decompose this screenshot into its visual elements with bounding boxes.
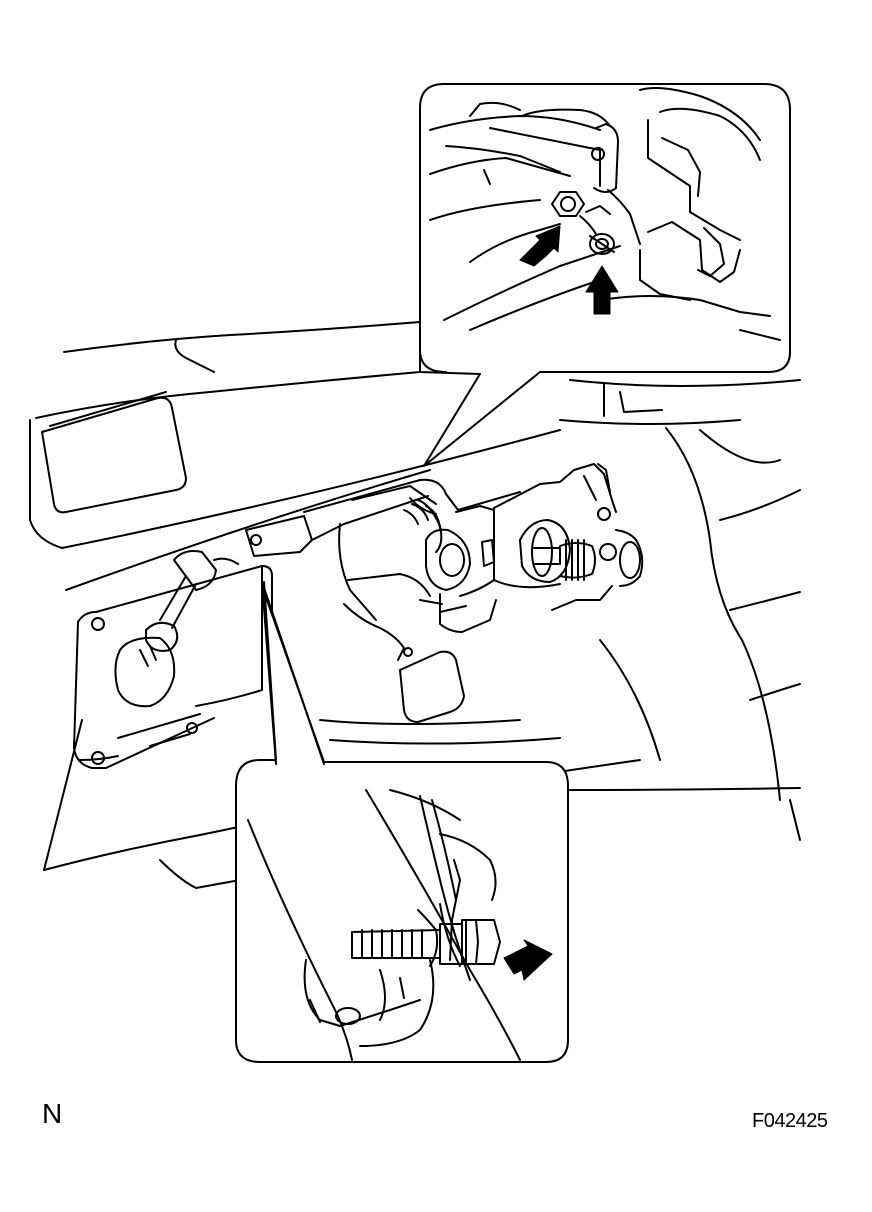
- lower-inset-arrow: [504, 940, 552, 980]
- wire-harness-connector: [344, 604, 464, 722]
- upper-inset-arrows: [520, 226, 618, 314]
- arrow-icon: [504, 940, 552, 980]
- steering-column-assembly: [246, 464, 642, 632]
- arrow-icon: [586, 266, 618, 314]
- view-label: N: [42, 1098, 63, 1129]
- arrow-icon: [520, 226, 560, 266]
- lower-detail-inset: [236, 582, 568, 1062]
- dashboard-outline: [30, 322, 800, 888]
- intermediate-shaft: [115, 551, 238, 706]
- figure-code: F042425: [752, 1110, 828, 1132]
- lower-left-bracket: [74, 566, 272, 768]
- dashboard-vent: [42, 392, 186, 512]
